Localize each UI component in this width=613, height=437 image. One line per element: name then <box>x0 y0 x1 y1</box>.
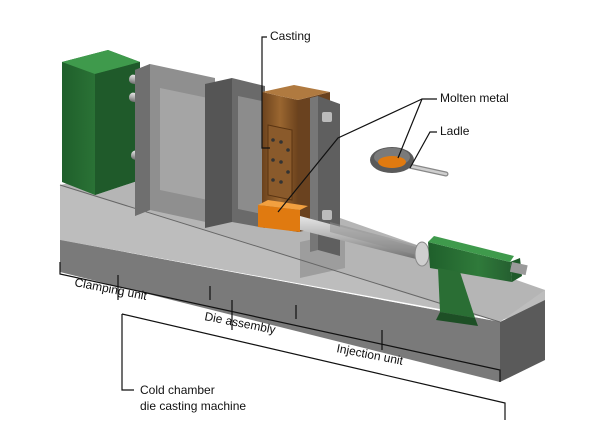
base-edge <box>59 184 501 323</box>
label-machine-line2: die casting machine <box>140 399 246 413</box>
label-casting: Casting <box>270 29 311 43</box>
clamp-cylinder-housing <box>62 50 140 195</box>
label-molten-metal: Molten metal <box>440 91 509 105</box>
leader-lines <box>261 36 437 213</box>
unit-braces <box>59 262 506 420</box>
casting-cavity <box>267 124 293 201</box>
label-machine-line1: Cold chamber <box>140 383 215 397</box>
plunger-rod <box>300 216 420 260</box>
molten-metal-pool <box>378 156 406 168</box>
base-right-face <box>500 300 545 382</box>
die-assembly <box>205 78 340 256</box>
label-ladle: Ladle <box>440 124 470 138</box>
ladle <box>370 147 449 177</box>
moving-platen <box>135 64 215 224</box>
injection-cylinder <box>414 236 528 326</box>
